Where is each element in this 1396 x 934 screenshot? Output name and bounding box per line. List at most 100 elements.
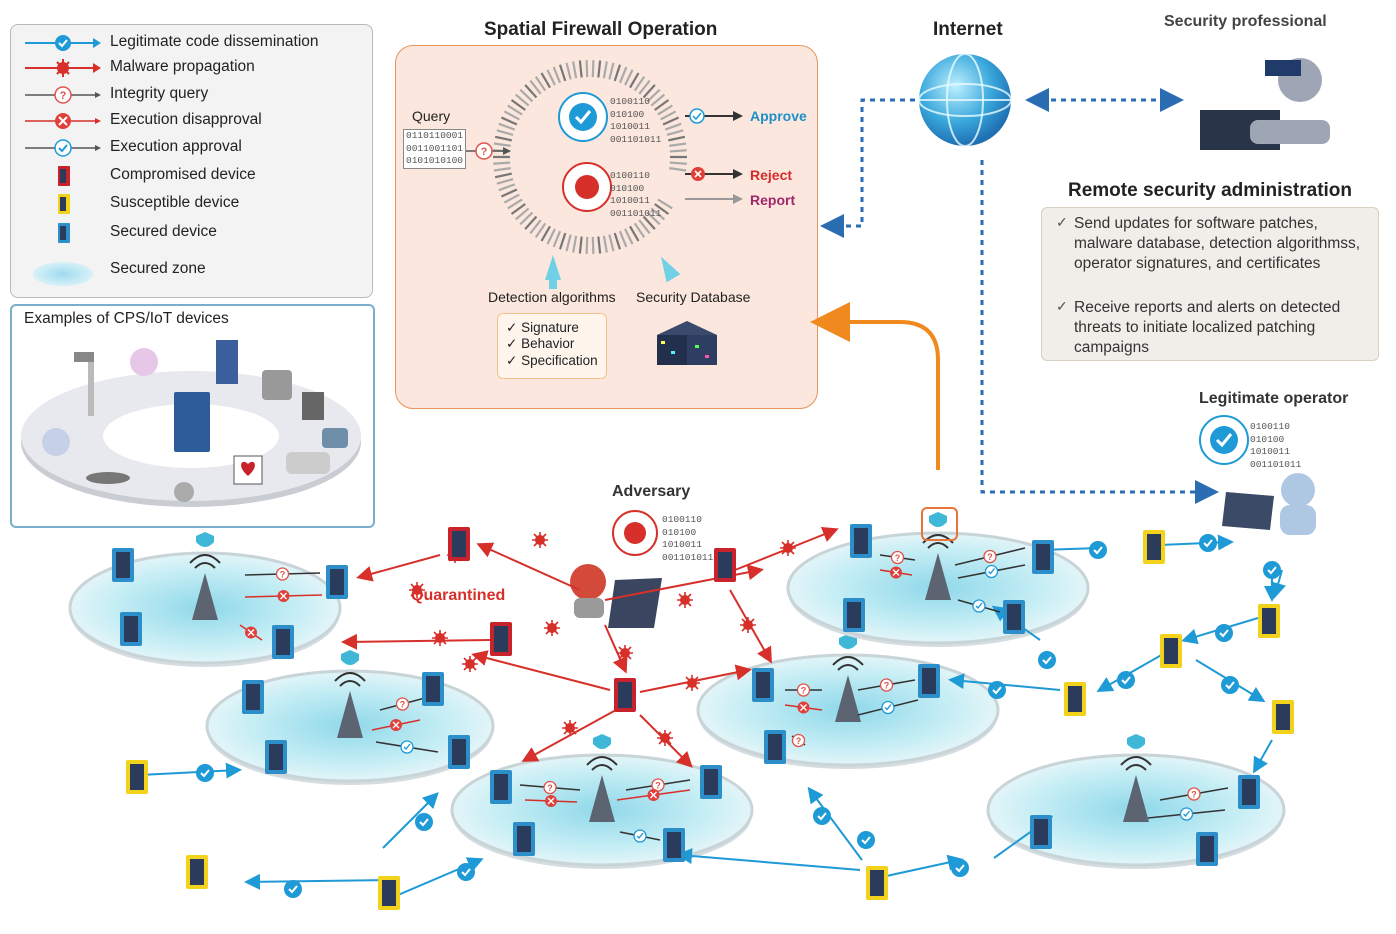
check-icon <box>415 813 433 831</box>
malware-icon <box>780 540 796 556</box>
dissemination-link <box>397 857 484 896</box>
dissemination-link <box>948 673 1061 691</box>
query-link <box>379 697 426 711</box>
dissemination-link <box>1195 659 1266 703</box>
query-link <box>519 784 581 791</box>
secured-device-icon <box>663 828 685 862</box>
malware-link <box>639 714 693 768</box>
query-link <box>244 572 321 576</box>
svg-text:?: ? <box>801 686 807 696</box>
secured-zone <box>696 634 1000 769</box>
susceptible-device-icon <box>1258 604 1280 638</box>
compromised-device-icon <box>714 548 736 582</box>
secured-device-icon <box>1030 815 1052 849</box>
tablet-icon <box>216 340 238 384</box>
query-link <box>616 789 691 801</box>
adversary-title: Adversary <box>612 483 691 500</box>
secured-zone <box>68 532 342 667</box>
check-icon <box>988 681 1006 699</box>
secured-device-icon <box>764 730 786 764</box>
admin-panel: ✓ Send updates for software patches, mal… <box>1041 207 1379 361</box>
secured-device-icon <box>242 680 264 714</box>
integrity-query-icon <box>475 142 493 160</box>
secured-device-icon <box>120 612 142 646</box>
dissemination-link <box>139 762 242 779</box>
central-device-icon <box>174 392 210 452</box>
execution-approval-icon <box>1179 807 1194 821</box>
check-icon <box>857 831 875 849</box>
susceptible-device-icon <box>1143 530 1165 564</box>
query-link <box>1159 787 1229 801</box>
check-icon <box>951 859 969 877</box>
secured-zone <box>786 512 1090 647</box>
alert-highlight <box>921 507 958 541</box>
legitimate-dissemination-icon <box>25 35 101 51</box>
malware-icon <box>657 730 673 746</box>
susceptible-device-icon <box>1160 634 1182 668</box>
svg-text:?: ? <box>547 783 553 793</box>
secured-device-icon <box>422 672 444 706</box>
firewall-cone-icon <box>589 775 615 822</box>
susceptible-device-icon <box>58 194 70 214</box>
malware-link <box>356 554 441 582</box>
execution-disapproval-icon <box>797 701 810 714</box>
dissemination-link <box>1270 569 1286 599</box>
secured-device-icon <box>1003 600 1025 634</box>
firewall-cone-icon <box>1123 775 1149 822</box>
svg-text:?: ? <box>987 552 993 562</box>
secured-device-icon <box>752 668 774 702</box>
legend-item-legitimate: Legitimate code dissemination <box>11 31 372 55</box>
query-link <box>244 594 323 598</box>
legend-label: Compromised device <box>110 166 256 183</box>
execution-disapproval-icon <box>245 626 257 639</box>
dissemination-link <box>1159 534 1234 551</box>
integrity-query-icon: ? <box>879 678 894 692</box>
query-link <box>625 779 691 791</box>
query-link <box>879 569 913 576</box>
secured-device-icon <box>448 735 470 769</box>
legend-item-malware: Malware propagation <box>11 56 372 80</box>
report-label: Report <box>750 192 796 208</box>
query-link <box>857 679 916 691</box>
malware-icon <box>544 620 560 636</box>
query-link <box>371 719 421 731</box>
dissemination-link <box>382 792 439 849</box>
watch-icon <box>322 428 348 448</box>
check-icon <box>1117 671 1135 689</box>
malware-icon <box>532 532 548 548</box>
examples-title: Examples of CPS/IoT devices <box>24 310 229 327</box>
check-icon <box>1263 561 1281 579</box>
wireless-icon <box>832 656 864 671</box>
car-icon <box>286 452 330 474</box>
check-icon <box>1221 676 1239 694</box>
check-item: ✓ Behavior <box>506 336 575 351</box>
execution-disapproval-icon <box>25 113 101 129</box>
admin-item: Receive reports and alerts on detected t… <box>1074 299 1341 356</box>
firewall-cone-icon <box>192 573 218 620</box>
secured-device-icon <box>272 625 294 659</box>
execution-approval-icon <box>25 139 101 157</box>
malware-link <box>639 664 752 693</box>
drone-icon <box>86 472 130 484</box>
susceptible-device-icon <box>1064 682 1086 716</box>
secured-device-icon <box>490 770 512 804</box>
secured-device-icon <box>513 822 535 856</box>
approve-bits: 0100110 010100 1010011 001101011 <box>610 96 662 145</box>
legend-label: Integrity query <box>110 85 209 102</box>
malware-icon <box>752 674 768 690</box>
svg-text:?: ? <box>884 681 890 691</box>
dissemination-link <box>1096 652 1166 692</box>
dissemination-link <box>807 786 863 861</box>
check-icon <box>1199 534 1217 552</box>
secured-device-icon <box>918 664 940 698</box>
dissemination-link <box>1253 739 1273 774</box>
firewall-ring <box>493 60 687 254</box>
legend-label: Secured device <box>110 223 217 240</box>
reject-label: Reject <box>750 167 793 183</box>
firewall-cone-icon <box>925 553 951 600</box>
svg-text:?: ? <box>1191 790 1197 800</box>
svg-text:?: ? <box>895 553 901 563</box>
check-icon <box>813 807 831 825</box>
query-link <box>791 735 806 746</box>
legend-item-secured: Secured device <box>11 221 372 245</box>
